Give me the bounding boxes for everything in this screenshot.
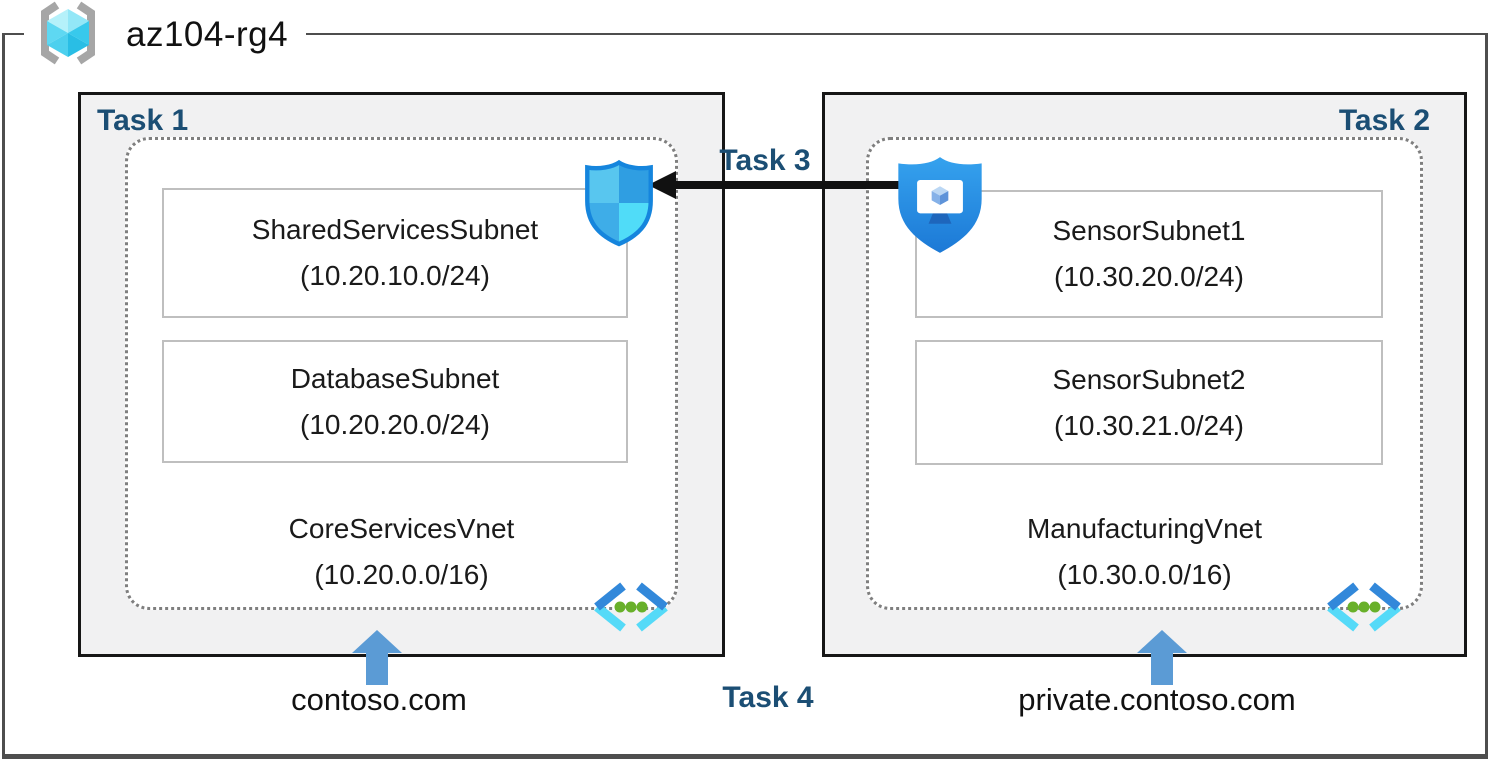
subnet-cidr: (10.30.21.0/24) <box>1054 409 1244 441</box>
subnet-name: SensorSubnet2 <box>1052 363 1246 395</box>
resource-group-frame <box>2 33 1488 759</box>
resource-group-label: az104-rg4 <box>24 0 307 71</box>
dns-up-arrow-icon <box>1137 630 1187 690</box>
private-contoso-dns-label: private.contoso.com <box>1018 682 1296 717</box>
vnet-cidr: (10.30.0.0/16) <box>1057 559 1232 590</box>
dns-up-arrow-icon <box>352 630 402 690</box>
core-services-vnet-label: CoreServicesVnet (10.20.0.0/16) <box>125 506 678 598</box>
shared-services-subnet-box: SharedServicesSubnet (10.20.10.0/24) <box>162 188 628 318</box>
subnet-name: SharedServicesSubnet <box>251 214 539 245</box>
task4-label: Task 4 <box>722 681 814 714</box>
sensor-subnet1-box: SensorSubnet1 (10.30.20.0/24) <box>915 190 1383 318</box>
subnet-cidr: (10.30.20.0/24) <box>1054 261 1244 292</box>
contoso-dns-label: contoso.com <box>291 682 467 717</box>
task3-arrow-icon <box>646 168 902 207</box>
vnet-cidr: (10.20.0.0/16) <box>314 559 489 590</box>
vnet-name: CoreServicesVnet <box>288 513 515 544</box>
task3-label: Task 3 <box>719 144 811 177</box>
asg-shield-icon <box>896 155 984 260</box>
vnet-name: ManufacturingVnet <box>1026 513 1263 544</box>
resource-group-icon <box>30 0 106 71</box>
resource-group-name: az104-rg4 <box>126 15 289 54</box>
manufacturing-vnet-label: ManufacturingVnet (10.30.0.0/16) <box>866 506 1423 598</box>
database-subnet-box: DatabaseSubnet (10.20.20.0/24) <box>162 340 628 463</box>
subnet-cidr: (10.20.20.0/24) <box>300 408 490 440</box>
sensor-subnet2-box: SensorSubnet2 (10.30.21.0/24) <box>915 340 1383 465</box>
nsg-shield-icon <box>584 158 654 253</box>
virtual-network-icon <box>588 581 674 638</box>
task2-label: Task 2 <box>1338 104 1430 137</box>
subnet-name: SensorSubnet1 <box>1052 215 1246 246</box>
subnet-cidr: (10.20.10.0/24) <box>300 260 490 291</box>
subnet-name: DatabaseSubnet <box>290 362 500 394</box>
task1-label: Task 1 <box>97 104 189 137</box>
virtual-network-icon <box>1321 581 1407 638</box>
